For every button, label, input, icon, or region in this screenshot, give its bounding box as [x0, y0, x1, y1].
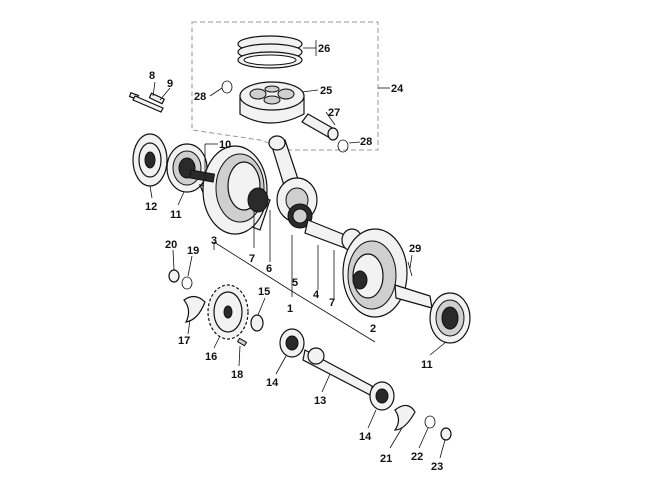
label-4: 4: [313, 289, 320, 301]
label-14-left: 14: [266, 377, 279, 389]
connecting-rod: [268, 135, 318, 223]
label-9: 9: [167, 78, 173, 90]
bolt: [128, 91, 164, 113]
bearing-14-right: [369, 381, 395, 411]
label-8: 8: [149, 70, 155, 82]
label-11-right: 11: [421, 359, 433, 371]
label-1: 1: [287, 303, 293, 315]
label-22: 22: [411, 451, 423, 463]
circlip-right: [337, 139, 349, 153]
label-10: 10: [219, 139, 231, 151]
label-2: 2: [370, 323, 376, 335]
bearing-right: [429, 292, 471, 344]
washer-15: [250, 314, 264, 332]
label-7-right: 7: [329, 297, 335, 309]
label-28-left: 28: [194, 91, 206, 103]
label-7-left: 7: [249, 253, 255, 265]
label-20: 20: [165, 239, 177, 251]
balancer-shaft: [302, 347, 373, 397]
balancer-gear: [207, 284, 249, 340]
piston-group-dashed-box: [191, 21, 379, 151]
washer-19: [181, 276, 193, 290]
bearing-14-left: [279, 328, 305, 358]
label-13: 13: [314, 395, 326, 407]
label-15: 15: [258, 286, 270, 298]
label-17: 17: [178, 335, 190, 347]
crank-half-right: [342, 228, 433, 318]
piston-pin: [301, 113, 339, 141]
plate: [183, 295, 206, 323]
label-28-right: 28: [360, 136, 372, 148]
crank-pin: [304, 219, 346, 249]
label-27: 27: [328, 107, 340, 119]
label-23: 23: [431, 461, 443, 473]
nut-20: [168, 269, 180, 283]
label-29: 29: [409, 243, 421, 255]
part-labels: 26 25 28 27 28 24 8 9 10 12 11 3 7 6 5 4…: [145, 43, 443, 473]
label-3: 3: [211, 235, 217, 247]
sprocket: [132, 133, 168, 187]
nut-23: [440, 427, 452, 441]
label-19: 19: [187, 245, 199, 257]
label-12: 12: [145, 201, 157, 213]
leader-lines: [149, 40, 447, 459]
pin-18: [236, 337, 248, 347]
plate-21: [393, 404, 416, 431]
label-16: 16: [205, 351, 217, 363]
label-5: 5: [292, 277, 298, 289]
piston-rings: [237, 35, 303, 69]
circlip-left: [221, 80, 233, 94]
label-26: 26: [318, 43, 330, 55]
assembly-brackets: [213, 210, 376, 343]
crank-half-left: [188, 145, 271, 235]
dowel-pin: [148, 92, 165, 105]
label-18: 18: [231, 369, 243, 381]
label-25: 25: [320, 85, 332, 97]
label-14-right: 14: [359, 431, 372, 443]
label-24: 24: [391, 83, 404, 95]
label-6: 6: [266, 263, 272, 275]
label-21: 21: [380, 453, 392, 465]
label-11-left: 11: [170, 209, 182, 221]
bearing-left: [166, 143, 208, 193]
washer-22: [424, 415, 436, 429]
crankpin-bearing: [287, 203, 313, 229]
piston: [239, 81, 305, 124]
